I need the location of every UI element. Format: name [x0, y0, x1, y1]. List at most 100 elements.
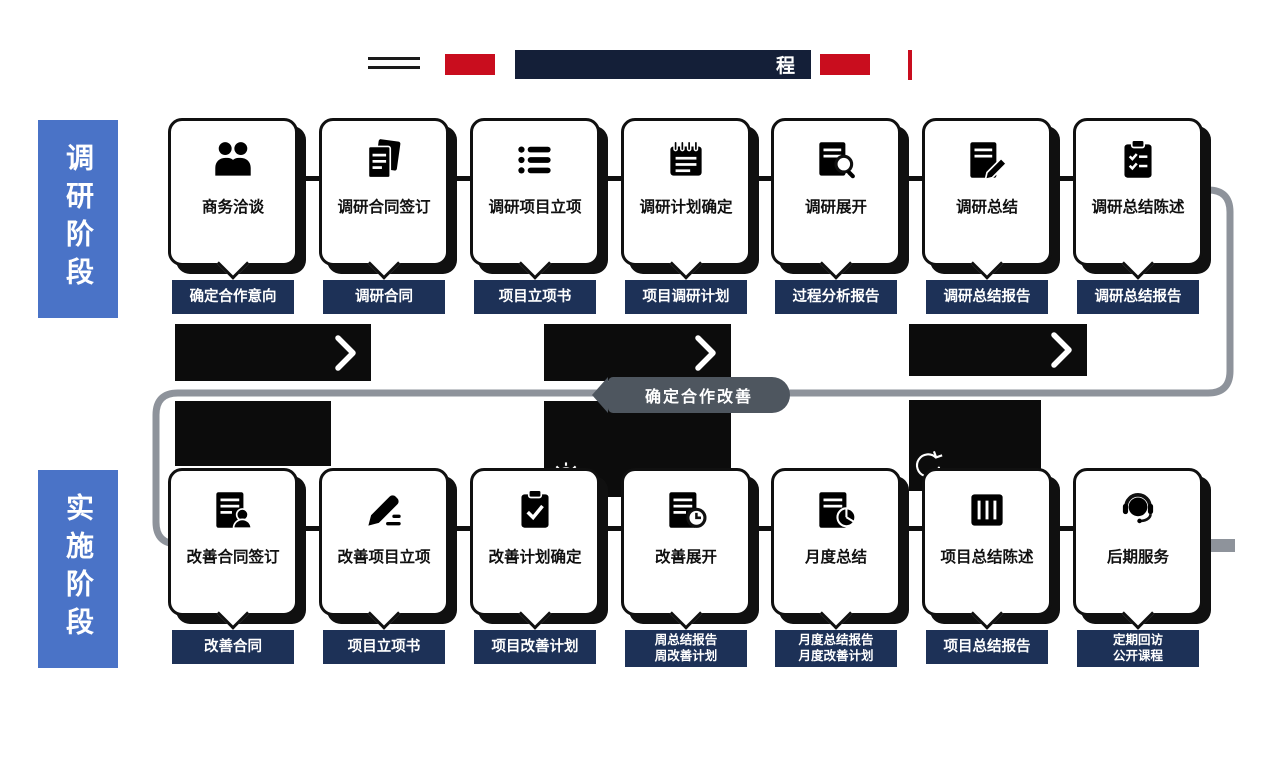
card-notch [518, 247, 552, 280]
step-card: 调研展开 [771, 118, 901, 280]
title-red-block [820, 54, 870, 75]
report-clock-icon [660, 484, 712, 536]
connector-line [449, 526, 471, 531]
card-notch [1121, 597, 1155, 630]
output-label: 定期回访 公开课程 [1077, 630, 1199, 668]
connector-line [1052, 176, 1074, 181]
step-title: 改善计划确定 [488, 549, 582, 566]
chevron-right-icon [335, 334, 356, 371]
output-label: 调研合同 [323, 280, 445, 314]
step-title: 调研项目立项 [488, 199, 582, 216]
title-accent-line [368, 57, 420, 60]
output-label: 月度总结报告 月度改善计划 [775, 630, 897, 668]
watermark-block [175, 401, 331, 466]
output-label: 项目立项书 [323, 630, 445, 664]
step-card: 调研计划确定 [621, 118, 751, 280]
step-title: 调研总结 [955, 199, 1018, 216]
watermark-arrow-block [544, 324, 731, 381]
output-label: 确定合作意向 [172, 280, 294, 314]
decision-badge: 确定合作改善 [592, 377, 790, 413]
connector-line [901, 526, 923, 531]
card-notch [216, 247, 250, 280]
notepad-icon [660, 134, 712, 186]
step-title: 调研总结陈述 [1091, 199, 1185, 216]
step-card: 月度总结 [771, 468, 901, 630]
people-icon [207, 134, 259, 186]
card-notch [819, 597, 853, 630]
step-title: 改善展开 [654, 549, 717, 566]
step-card: 调研合同签订 [319, 118, 449, 280]
title-red-block [445, 54, 495, 75]
card-notch [518, 597, 552, 630]
chevron-right-icon [1051, 332, 1072, 368]
clipboard-check-icon [1112, 134, 1164, 186]
step-card: 调研总结陈述 [1073, 118, 1203, 280]
connector-line [1052, 526, 1074, 531]
step-card: 调研总结 [922, 118, 1052, 280]
step-title: 商务洽谈 [201, 199, 264, 216]
connector-line [298, 176, 320, 181]
output-label: 项目调研计划 [625, 280, 747, 314]
clipboard-tick-icon [509, 484, 561, 536]
output-label: 调研总结报告 [1077, 280, 1199, 314]
step-title: 后期服务 [1106, 549, 1169, 566]
step-card: 改善计划确定 [470, 468, 600, 630]
pencil-icon [358, 484, 410, 536]
exit-connector-stub [1205, 539, 1235, 552]
chevron-right-icon [695, 334, 716, 371]
output-label: 项目立项书 [474, 280, 596, 314]
phase-label-research: 调研阶段 [38, 120, 118, 318]
card-notch [367, 247, 401, 280]
step-card: 商务洽谈 [168, 118, 298, 280]
connector-line [901, 176, 923, 181]
step-title: 改善合同签订 [186, 549, 280, 566]
output-label: 改善合同 [172, 630, 294, 664]
step-title: 月度总结 [804, 549, 867, 566]
report-pie-icon [810, 484, 862, 536]
watermark-arrow-block [175, 324, 371, 381]
card-notch [669, 247, 703, 280]
search-report-icon [810, 134, 862, 186]
phase-label-text: 调研阶段 [63, 143, 94, 295]
output-label: 项目总结报告 [926, 630, 1048, 664]
connector-line [600, 526, 622, 531]
connector-line [449, 176, 471, 181]
output-label: 项目改善计划 [474, 630, 596, 664]
step-title: 调研合同签订 [337, 199, 431, 216]
step-card: 项目总结陈述 [922, 468, 1052, 630]
step-title: 调研展开 [804, 199, 867, 216]
phase-label-text: 实施阶段 [63, 493, 94, 645]
page-title: 程 [515, 50, 811, 79]
headset-icon [1112, 484, 1164, 536]
step-title: 项目总结陈述 [940, 549, 1034, 566]
connector-line [298, 526, 320, 531]
card-notch [1121, 247, 1155, 280]
step-card: 调研项目立项 [470, 118, 600, 280]
card-notch [970, 247, 1004, 280]
card-notch [970, 597, 1004, 630]
phase-label-implementation: 实施阶段 [38, 470, 118, 668]
watermark-arrow-block [909, 324, 1087, 376]
list-icon [509, 134, 561, 186]
output-label: 周总结报告 周改善计划 [625, 630, 747, 668]
step-card: 后期服务 [1073, 468, 1203, 630]
contract-icon [358, 134, 410, 186]
connector-line [751, 526, 773, 531]
report-columns-icon [961, 484, 1013, 536]
step-card: 改善展开 [621, 468, 751, 630]
output-label: 过程分析报告 [775, 280, 897, 314]
step-title: 调研计划确定 [639, 199, 733, 216]
card-notch [216, 597, 250, 630]
card-notch [669, 597, 703, 630]
stamp-contract-icon [207, 484, 259, 536]
step-title: 改善项目立项 [337, 549, 431, 566]
title-accent-line [368, 66, 420, 69]
edit-report-icon [961, 134, 1013, 186]
output-label: 调研总结报告 [926, 280, 1048, 314]
title-red-rule [908, 50, 912, 80]
card-notch [819, 247, 853, 280]
connector-line [600, 176, 622, 181]
connector-line [751, 176, 773, 181]
step-card: 改善项目立项 [319, 468, 449, 630]
